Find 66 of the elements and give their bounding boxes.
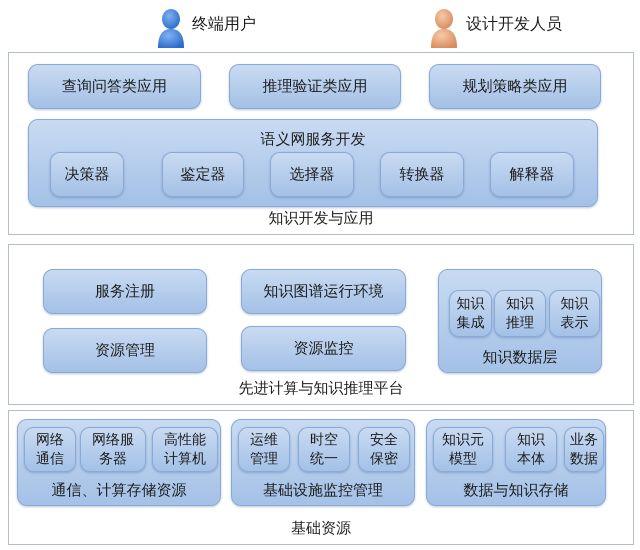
module-box: [43, 328, 207, 373]
group-title: 基础资源: [290, 518, 352, 538]
role-label: 终端用户: [192, 14, 256, 35]
group-box: [28, 119, 598, 207]
module-label: 知识图谱运行环境: [264, 282, 384, 302]
group-title: 知识开发与应用: [268, 208, 374, 228]
module-box: [152, 427, 218, 472]
module-box: [270, 152, 354, 197]
module-box: [429, 64, 601, 109]
module-box: [494, 290, 546, 337]
module-box: [358, 427, 410, 472]
module-label: 业务数据: [570, 431, 598, 468]
group-title: 通信、计算存储资源: [50, 480, 188, 500]
module-box: [241, 269, 406, 314]
layer-panel: [8, 52, 634, 235]
module-label: 选择器: [290, 164, 334, 184]
module-box: [28, 64, 201, 109]
module-box: [241, 326, 406, 371]
layer-panel: [8, 244, 634, 405]
module-label: 规划策略类应用: [462, 76, 568, 96]
module-box: [43, 269, 207, 314]
module-box: [380, 152, 464, 197]
group-title: 基础设施监控管理: [262, 480, 384, 500]
group-title: 数据与知识存储: [462, 480, 570, 500]
group-box: [438, 269, 602, 373]
module-label: 知识推理: [506, 295, 534, 332]
module-box: [80, 427, 146, 472]
group-box: [426, 419, 606, 506]
module-label: 转换器: [400, 164, 444, 184]
module-box: [229, 64, 401, 109]
module-label: 网络服务器: [92, 431, 134, 468]
module-label: 知识表示: [560, 295, 588, 332]
module-box: [298, 427, 350, 472]
module-label: 高性能计算机: [164, 431, 206, 468]
module-label: 知识本体: [517, 431, 545, 468]
module-box: [433, 427, 493, 472]
module-box: [24, 427, 76, 472]
module-box: [505, 427, 557, 472]
module-label: 资源管理: [95, 340, 155, 360]
module-label: 时空统一: [310, 431, 338, 468]
module-label: 解释器: [510, 164, 554, 184]
module-box: [549, 290, 600, 337]
group-box: [17, 419, 221, 506]
module-label: 服务注册: [95, 282, 155, 302]
module-label: 知识集成: [456, 295, 484, 332]
module-box: [449, 290, 492, 337]
module-label: 安全保密: [370, 431, 398, 468]
group-title: 语义网服务开发: [260, 130, 366, 150]
role-label: 设计开发人员: [466, 14, 562, 35]
module-label: 知识元模型: [442, 431, 484, 468]
module-box: [564, 427, 604, 472]
module-label: 网络通信: [36, 431, 64, 468]
module-box: [238, 427, 290, 472]
module-box: [490, 152, 574, 197]
layer-panel: [8, 410, 634, 545]
module-label: 鉴定器: [180, 164, 226, 184]
module-label: 运维管理: [250, 431, 278, 468]
group-title: 知识数据层: [482, 348, 558, 367]
module-box: [50, 152, 124, 197]
module-label: 推理验证类应用: [262, 76, 368, 96]
module-box: [162, 152, 244, 197]
module-label: 决策器: [64, 164, 110, 184]
module-label: 查询问答类应用: [62, 76, 167, 96]
module-label: 资源监控: [294, 338, 354, 358]
group-box: [231, 419, 415, 506]
group-title: 先进计算与知识推理平台: [238, 378, 404, 398]
